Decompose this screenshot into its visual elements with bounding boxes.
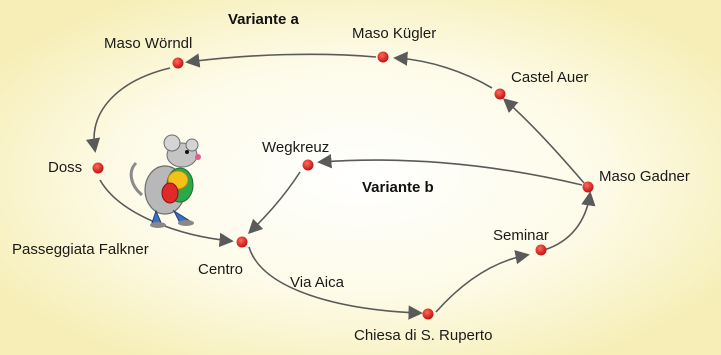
- mouse-hiker-icon: [129, 134, 201, 228]
- dot-castel-auer: [494, 88, 506, 100]
- label-seminar: Seminar: [493, 227, 549, 244]
- label-doss: Doss: [48, 159, 82, 176]
- dot-maso-gadner: [582, 181, 594, 193]
- edge-castelauer-kugler: [393, 51, 493, 89]
- edge-gadner-wegkreuz: [317, 154, 583, 186]
- label-centro: Centro: [198, 261, 243, 278]
- route-edges: [85, 51, 596, 320]
- label-maso-worndl: Maso Wörndl: [104, 35, 192, 52]
- dot-doss: [92, 162, 104, 174]
- edge-seminar-gadner: [543, 191, 596, 251]
- dot-wegkreuz: [302, 159, 314, 171]
- label-via-aica: Via Aica: [290, 274, 345, 291]
- dot-maso-kugler: [377, 51, 389, 63]
- dot-centro: [236, 236, 248, 248]
- label-chiesa: Chiesa di S. Ruperto: [354, 327, 492, 344]
- route-stops: [92, 51, 594, 320]
- edge-kugler-worndl: [185, 53, 377, 68]
- dot-chiesa: [422, 308, 434, 320]
- dot-maso-worndl: [172, 57, 184, 69]
- edge-chiesa-seminar: [435, 250, 530, 313]
- variant-b-label: Variante b: [362, 179, 434, 196]
- label-wegkreuz: Wegkreuz: [262, 139, 329, 156]
- label-castel-auer: Castel Auer: [511, 69, 589, 86]
- label-maso-gadner: Maso Gadner: [599, 168, 690, 185]
- dot-seminar: [535, 244, 547, 256]
- edge-wegkreuz-centro: [247, 171, 301, 235]
- variant-a-label: Variante a: [228, 11, 300, 28]
- edge-worndl-doss: [85, 67, 171, 153]
- edge-centro-chiesa: [248, 246, 423, 320]
- label-passeggiata: Passeggiata Falkner: [12, 241, 149, 258]
- label-maso-kugler: Maso Kügler: [352, 25, 436, 42]
- route-labels: Variante a Variante b Maso Wörndl Maso K…: [12, 11, 690, 344]
- edge-gadner-castelauer: [502, 98, 585, 184]
